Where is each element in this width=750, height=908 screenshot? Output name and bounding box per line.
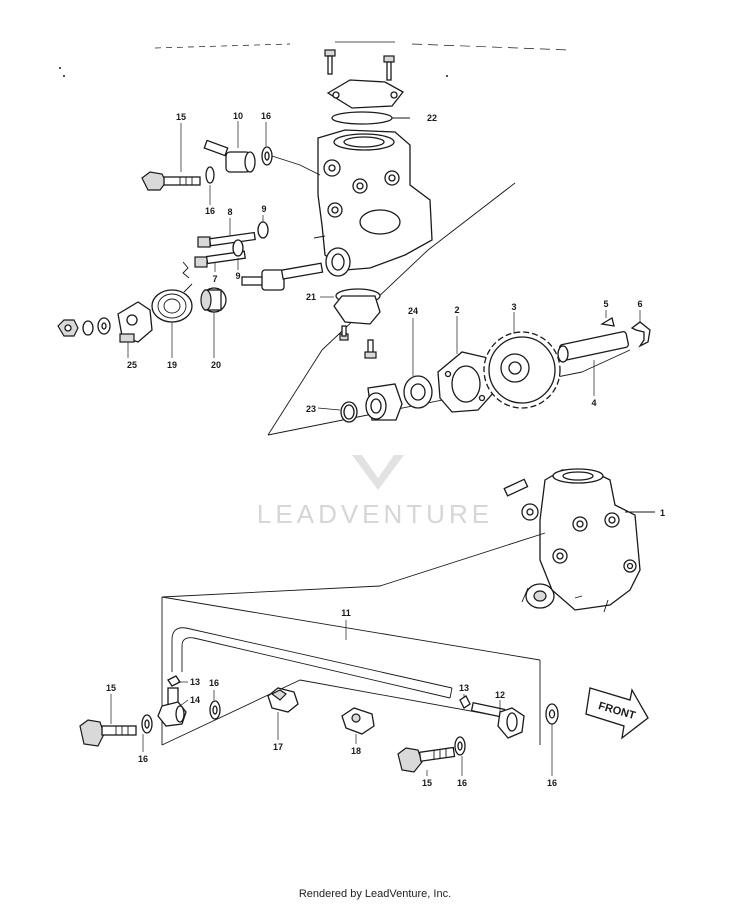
callout-16-b: 16: [205, 206, 215, 216]
callout-10: 10: [233, 111, 243, 121]
callout-19: 19: [167, 360, 177, 370]
callout-16-f: 16: [547, 778, 557, 788]
banjo-fitting-10: [203, 139, 256, 173]
grommet-17: [267, 687, 299, 713]
hose-clip-13-right: [459, 695, 471, 709]
callout-11: 11: [341, 608, 351, 618]
callout-13-b: 13: [459, 683, 469, 693]
front-direction-arrow: FRONT: [585, 687, 649, 740]
callout-22: 22: [427, 113, 437, 123]
callout-15-a: 15: [176, 112, 186, 122]
bolt-15-upper: [141, 171, 201, 191]
callout-18: 18: [351, 746, 361, 756]
part-callouts: 15 10 16 16 8 9 9 7 22 21 25 19 20 24 2 …: [106, 111, 665, 788]
bushing-24: [365, 375, 433, 421]
callout-13-a: 13: [190, 677, 200, 687]
callout-15-c: 15: [422, 778, 432, 788]
top-screw-left: [324, 49, 336, 75]
callout-16-c: 16: [209, 678, 219, 688]
cover-plate: [326, 79, 404, 109]
callout-7: 7: [212, 274, 217, 284]
callout-9-b: 9: [235, 271, 240, 281]
banjo-fitting-12: [470, 701, 525, 739]
footer-credit: Rendered by LeadVenture, Inc.: [298, 888, 452, 900]
callout-20: 20: [211, 360, 221, 370]
drive-gear-3: [483, 331, 561, 409]
gear-shaft-4: [557, 331, 630, 363]
circlip-6: [630, 321, 651, 348]
hose-clip-13-left: [167, 675, 181, 687]
callout-1: 1: [660, 508, 665, 518]
callout-5: 5: [603, 299, 608, 309]
gasket-2: [437, 351, 495, 413]
hose-clamp-21: [333, 288, 381, 325]
callout-12: 12: [495, 690, 505, 700]
callout-6: 6: [637, 299, 642, 309]
lock-nut: [57, 319, 79, 337]
callout-3: 3: [511, 302, 516, 312]
oil-hose-11: [171, 627, 453, 699]
callout-14: 14: [190, 695, 200, 705]
top-screw-right: [383, 55, 395, 81]
oil-pump-assembly-1: [503, 468, 641, 613]
callout-9-a: 9: [261, 204, 266, 214]
callout-8: 8: [227, 207, 232, 217]
callout-4: 4: [591, 398, 596, 408]
grommet-18: [341, 707, 375, 735]
callout-15-b: 15: [106, 683, 116, 693]
callout-17: 17: [273, 742, 283, 752]
callout-25: 25: [127, 360, 137, 370]
woodruff-key-5: [600, 316, 615, 327]
leader-lines: [110, 121, 641, 776]
callout-16-a: 16: [261, 111, 271, 121]
cam-lever-25: [117, 301, 153, 343]
callout-2: 2: [454, 305, 459, 315]
return-spring-19: [151, 283, 193, 323]
small-bolt-b: [364, 339, 377, 359]
callout-23: 23: [306, 404, 316, 414]
pump-shaft: [241, 262, 324, 291]
watermark-text: LEADVENTURE: [257, 499, 493, 529]
small-bolt-a: [339, 325, 349, 341]
callout-21: 21: [306, 292, 316, 302]
callout-24: 24: [408, 306, 418, 316]
o-ring-22: [331, 111, 393, 125]
bolt-15-lower-left: [79, 719, 137, 747]
top-dash-line: [59, 41, 571, 77]
watermark: LEADVENTURE: [257, 455, 493, 529]
banjo-fitting-14: [157, 687, 187, 727]
bushing-20: [200, 287, 227, 313]
bolt-8: [197, 231, 256, 248]
washer-9-b: [232, 239, 244, 257]
callout-16-e: 16: [457, 778, 467, 788]
washer-16-upper-a: [205, 166, 215, 184]
bolt-15-lower-right: [397, 746, 456, 773]
washer-small-a: [82, 320, 94, 336]
oil-pump-body: [313, 129, 433, 277]
spring-clip: [182, 261, 190, 279]
washer-9-a: [257, 221, 269, 239]
callout-16-d: 16: [138, 754, 148, 764]
